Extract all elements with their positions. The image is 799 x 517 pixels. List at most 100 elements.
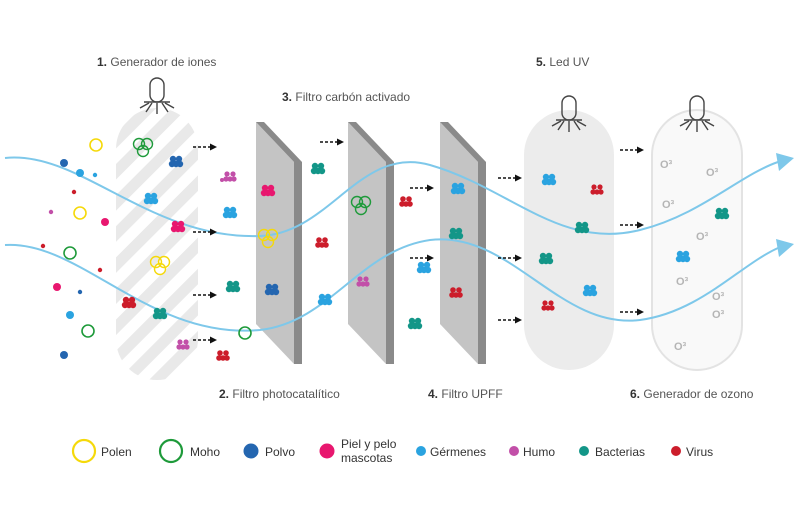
- cluster-particle: [449, 287, 463, 298]
- ozone-molecule-icon: O³: [660, 159, 673, 171]
- dot-particle: [60, 351, 68, 359]
- dot-particle: [101, 218, 109, 226]
- ozone-lamp-icon: [679, 95, 715, 132]
- ring-particle: [73, 206, 87, 220]
- ozone-molecule-icon: O³: [662, 199, 675, 211]
- stage-label-uv: 5. Led UV: [536, 55, 590, 69]
- cluster-particle: [216, 350, 230, 361]
- particles: [40, 137, 730, 361]
- dot-particle: [97, 267, 103, 273]
- dashed-arrow: [320, 138, 344, 146]
- legend-humo-icon: [509, 446, 519, 456]
- dashed-arrow: [498, 316, 522, 324]
- dashed-arrow: [410, 184, 434, 192]
- dot-particle: [76, 169, 84, 177]
- legend-label-humo: Humo: [523, 445, 556, 459]
- legend-label-virus: Virus: [686, 445, 714, 459]
- dot-particle: [92, 172, 98, 178]
- ring-cluster-particle: [132, 137, 154, 158]
- dot-particle: [40, 243, 46, 249]
- ionizer-chamber: [116, 108, 198, 380]
- cluster-particle: [541, 173, 557, 186]
- stage-label-photocatalytic: 2. Filtro photocatalítico: [219, 387, 340, 401]
- ozone-molecule-icon: O³: [674, 341, 687, 353]
- ozone-molecule-icon: O³: [712, 291, 725, 303]
- dot-particle: [71, 189, 77, 195]
- cluster-particle: [264, 283, 280, 296]
- ring-cluster-particle: [149, 255, 171, 276]
- cluster-particle: [356, 276, 370, 287]
- cluster-particle: [222, 206, 238, 219]
- dashed-arrow: [498, 174, 522, 182]
- legend-polvo-icon: [243, 443, 259, 459]
- stage-label-upff: 4. Filtro UPFF: [428, 387, 503, 401]
- dashed-arrow: [193, 336, 217, 344]
- ozone-molecule-icon: O³: [696, 231, 709, 243]
- ring-particle: [89, 138, 103, 152]
- cluster-particle: [450, 182, 466, 195]
- cluster-particle: [407, 317, 423, 330]
- legend-label-moho: Moho: [190, 445, 221, 459]
- cluster-particle: [260, 184, 276, 197]
- flow-arrows: [193, 138, 644, 344]
- cluster-particle: [574, 221, 590, 234]
- carbon-filter: [348, 122, 394, 364]
- dot-particle: [48, 209, 54, 215]
- cluster-particle: [582, 284, 598, 297]
- ring-particle: [81, 324, 95, 338]
- dashed-arrow: [620, 308, 644, 316]
- dot-particle: [220, 178, 224, 182]
- ring-cluster-particle: [350, 195, 372, 216]
- dashed-arrow: [620, 146, 644, 154]
- stage-label-ionizer: 1. Generador de iones: [97, 55, 217, 69]
- cluster-particle: [315, 237, 329, 248]
- legend-label-polvo: Polvo: [265, 445, 296, 459]
- ring-particle: [63, 246, 77, 260]
- cluster-particle: [538, 252, 554, 265]
- dot-particle: [53, 283, 61, 291]
- ionizer-lamp-icon: [139, 77, 175, 114]
- cluster-particle: [590, 184, 604, 195]
- cluster-particle: [416, 261, 432, 274]
- cluster-particle: [168, 155, 184, 168]
- cluster-particle: [143, 192, 159, 205]
- legend-piel-y-pelo-mascotas-icon: [319, 443, 335, 459]
- cluster-particle: [317, 293, 333, 306]
- cluster-particle: [176, 339, 190, 350]
- legend-symbols: [71, 438, 681, 464]
- legend-moho-icon: [158, 438, 184, 464]
- cluster-particle: [714, 207, 730, 220]
- dashed-arrow: [193, 143, 217, 151]
- airflow-arrowheads: [776, 153, 794, 257]
- ring-cluster-particle: [257, 228, 279, 249]
- stage-label-ozone: 6. Generador de ozono: [630, 387, 754, 401]
- dot-particle: [66, 311, 74, 319]
- ozone-molecule-icon: O³: [712, 309, 725, 321]
- cluster-particle: [152, 307, 168, 320]
- legend-label-piel: Piel y pelo mascotas: [341, 437, 397, 465]
- cluster-particle: [675, 250, 691, 263]
- legend-label-bacterias: Bacterias: [595, 445, 646, 459]
- cluster-particle: [310, 162, 326, 175]
- ozone-molecule-icon: O³: [676, 276, 689, 288]
- upff-filter: [440, 122, 486, 364]
- dashed-arrow: [498, 254, 522, 262]
- dot-particle: [60, 159, 68, 167]
- legend-virus-icon: [671, 446, 681, 456]
- cluster-particle: [225, 280, 241, 293]
- ring-particle: [238, 326, 252, 340]
- stage-label-carbon: 3. Filtro carbón activado: [282, 90, 411, 104]
- legend-bacterias-icon: [579, 446, 589, 456]
- dot-particle: [77, 289, 83, 295]
- cluster-particle: [541, 300, 555, 311]
- legend-label-germenes: Gérmenes: [430, 445, 487, 459]
- dashed-arrow: [410, 254, 434, 262]
- ozone-chamber: [651, 109, 743, 371]
- uv-lamp-icon: [551, 95, 587, 132]
- legend-g-rmenes-icon: [416, 446, 426, 456]
- uv-chamber: [524, 110, 614, 370]
- cluster-particle: [121, 296, 137, 309]
- dashed-arrow: [193, 291, 217, 299]
